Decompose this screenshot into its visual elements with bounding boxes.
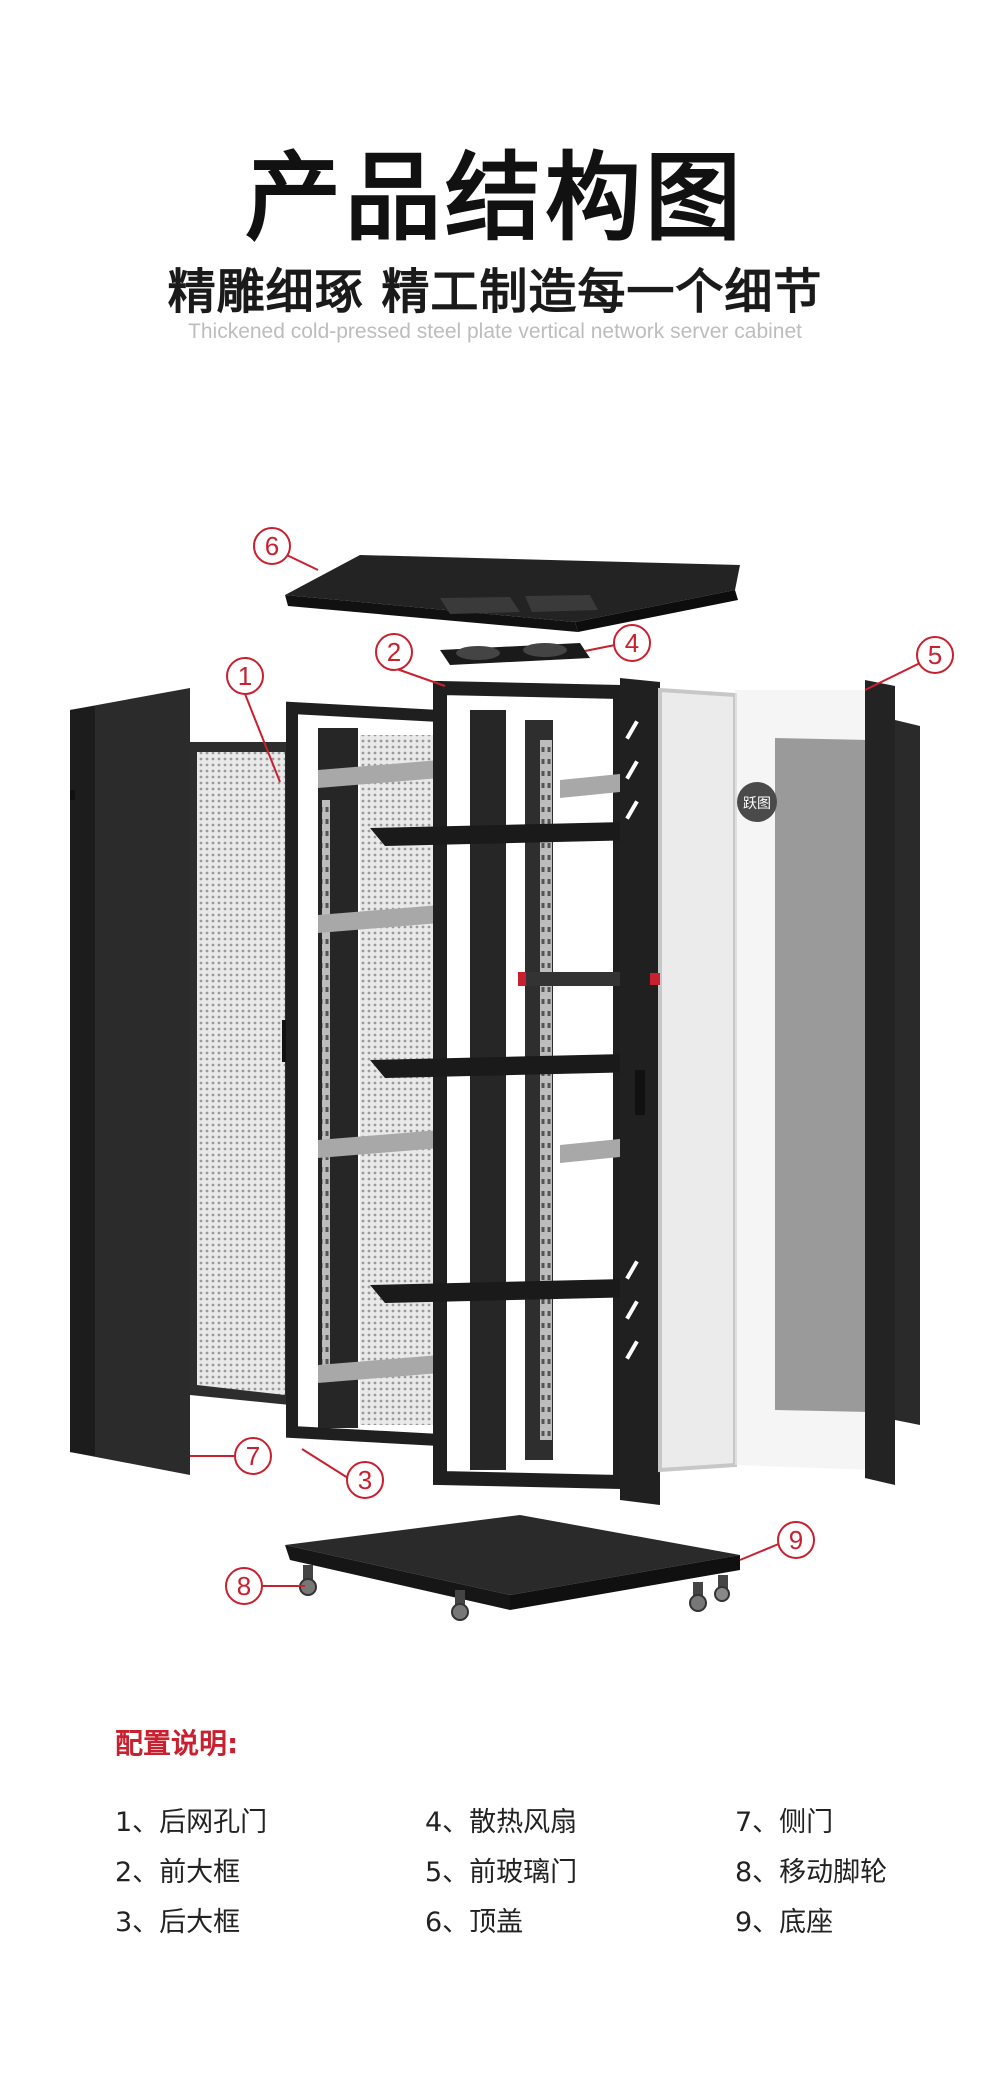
config-item: 5、前玻璃门: [425, 1857, 578, 1888]
side-door: [70, 688, 190, 1475]
callout-5: 5: [928, 640, 942, 670]
config-title: 配置说明:: [115, 1727, 239, 1760]
callout-circle-3: [346, 1461, 384, 1499]
callout-2: 2: [387, 637, 401, 667]
english-tagline: Thickened cold-pressed steel plate verti…: [188, 320, 802, 343]
config-item: 4、散热风扇: [425, 1807, 578, 1838]
front-frame: [370, 680, 640, 1490]
cooling-fan-unit: [440, 643, 590, 665]
config-item: 9、底座: [735, 1907, 834, 1938]
callout-circle-9: [777, 1521, 815, 1559]
callout-8: 8: [237, 1571, 251, 1601]
right-side-panel: [735, 680, 920, 1485]
exploded-cabinet-diagram: 跃图 1 2 3: [70, 527, 954, 1621]
config-item: 3、后大框: [115, 1907, 241, 1938]
callout-leaders: [190, 546, 921, 1587]
front-glass-door: [620, 678, 737, 1505]
base-plinth: [285, 1515, 740, 1610]
callout-circle-8: [225, 1567, 263, 1605]
callout-4: 4: [625, 628, 639, 658]
callout-7: 7: [246, 1441, 260, 1471]
callout-markers: [225, 527, 954, 1605]
rear-mesh-door: [190, 742, 290, 1405]
brand-logo: 跃图: [743, 796, 771, 812]
config-item: 7、侧门: [735, 1807, 834, 1838]
config-item: 8、移动脚轮: [735, 1857, 888, 1888]
casters: [299, 1565, 730, 1621]
config-item: 1、后网孔门: [115, 1807, 268, 1838]
config-item: 6、顶盖: [425, 1907, 524, 1938]
callout-circle-7: [234, 1437, 272, 1475]
callout-6: 6: [265, 531, 279, 561]
callout-circle-5: [916, 636, 954, 674]
callout-circle-4: [613, 624, 651, 662]
config-item: 2、前大框: [115, 1857, 241, 1888]
callout-3: 3: [358, 1465, 372, 1495]
callout-circle-2: [375, 633, 413, 671]
callout-1: 1: [238, 661, 252, 691]
callout-circle-1: [226, 657, 264, 695]
page-title: 产品结构图: [245, 142, 745, 254]
top-cover: [285, 555, 740, 632]
callout-9: 9: [789, 1525, 803, 1555]
callout-circle-6: [253, 527, 291, 565]
page-subtitle: 精雕细琢 精工制造每一个细节: [167, 264, 823, 320]
rear-frame: [286, 701, 446, 1447]
